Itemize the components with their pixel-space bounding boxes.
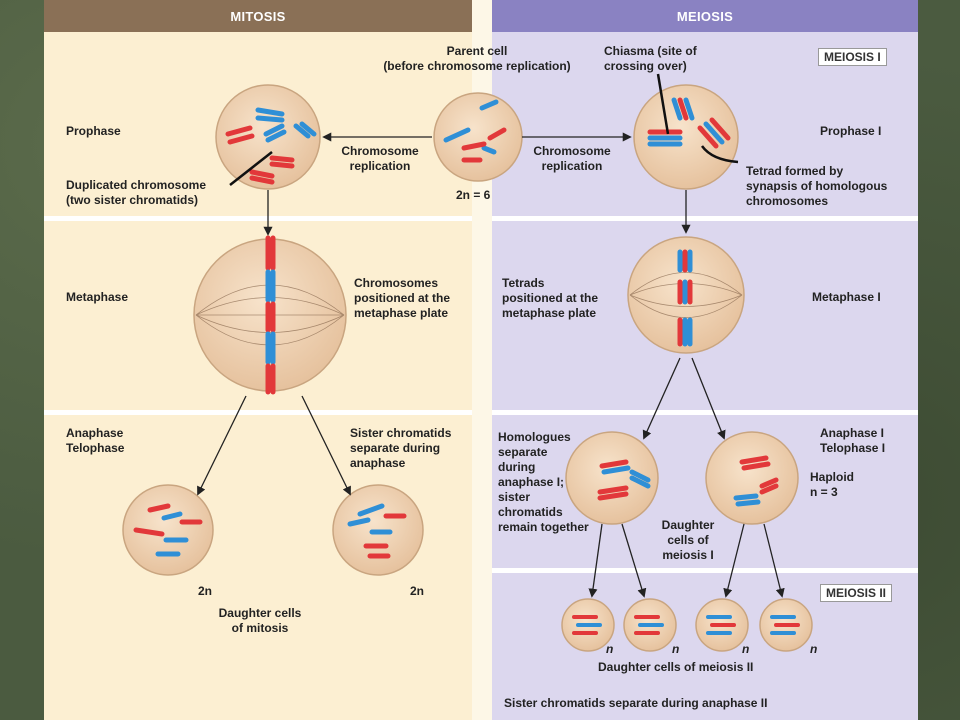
label-line: separate during	[350, 441, 441, 455]
mitosis-daughter-cell	[122, 484, 214, 576]
label-line: (two sister chromatids)	[66, 193, 199, 207]
divider	[492, 410, 918, 415]
label-line: anaphase I;	[498, 475, 565, 489]
homologues-label: Homologues separate during anaphase I; s…	[498, 430, 589, 535]
ploidy-label: 2n	[198, 584, 213, 598]
label-line: Anaphase I	[820, 426, 885, 440]
n-label: n	[606, 642, 614, 656]
label-line: of mitosis	[231, 621, 289, 635]
replication-right: Chromosome replication	[522, 144, 622, 174]
chromosomes-positioned-label: Chromosomes positioned at the metaphase …	[354, 276, 450, 321]
ploidy-label: 2n	[410, 584, 425, 598]
label-line: chromatids	[498, 505, 563, 519]
label-line: Parent cell	[446, 44, 508, 58]
label-line: Daughter cells	[218, 606, 302, 620]
duplicated-chromosome-label: Duplicated chromosome (two sister chroma…	[66, 178, 206, 208]
stage-metaphase: Metaphase	[66, 290, 129, 304]
stage-anaphase1-telophase1: Anaphase I Telophase I	[820, 426, 885, 456]
divider	[492, 568, 918, 573]
label-line: anaphase	[350, 456, 406, 470]
meiosis1-daughter-cell	[565, 431, 659, 525]
label-line: positioned at the	[502, 291, 598, 305]
label-line: n = 3	[810, 485, 838, 499]
parent-cell-label: Parent cell (before chromosome replicati…	[362, 44, 592, 74]
sister-separate-label: Sister chromatids separate during anapha…	[350, 426, 451, 471]
label-line: Telophase	[66, 441, 125, 455]
arrow	[621, 523, 647, 598]
arrow	[763, 523, 785, 598]
arrow	[301, 395, 351, 496]
label-line: Chromosomes	[354, 276, 439, 290]
meiosis1-daughter-cell	[705, 431, 799, 525]
stage-anaphase-telophase: Anaphase Telophase	[66, 426, 124, 456]
mitosis-header: MITOSIS	[44, 0, 472, 32]
label-line: remain together	[498, 520, 589, 534]
divider	[44, 410, 472, 415]
label-line: crossing over)	[604, 59, 687, 73]
pointer-lines	[229, 73, 739, 186]
label-line: Chromosome	[533, 144, 611, 158]
label-line: Tetrad formed by	[746, 164, 844, 178]
label-line: positioned at the	[354, 291, 450, 305]
label-line: separate	[498, 445, 548, 459]
label-line: replication	[541, 159, 603, 173]
label-line: (before chromosome replication)	[383, 59, 571, 73]
stage-prophase1: Prophase I	[820, 124, 882, 138]
tetrad-label: Tetrad formed by synapsis of homologous …	[746, 164, 887, 209]
label-line: synapsis of homologous	[746, 179, 888, 193]
daughter-cells-mitosis-label: Daughter cells of mitosis	[200, 606, 320, 636]
daughter-cells-meiosis1-label: Daughter cells of meiosis I	[650, 518, 726, 563]
label-line: Telophase I	[820, 441, 886, 455]
label-line: Chromosome	[341, 144, 419, 158]
label-line: metaphase plate	[354, 306, 449, 320]
n-label: n	[672, 642, 680, 656]
replication-left: Chromosome replication	[330, 144, 430, 174]
label-line: Anaphase	[66, 426, 124, 440]
mitosis-prophase-cell	[215, 84, 321, 190]
label-line: Duplicated chromosome	[66, 178, 207, 192]
n-label: n	[742, 642, 750, 656]
stage-prophase: Prophase	[66, 124, 121, 138]
divider	[492, 216, 918, 221]
label-line: replication	[349, 159, 411, 173]
label-line: during	[498, 460, 536, 474]
parent-ploidy: 2n = 6	[456, 188, 491, 202]
arrow	[588, 523, 603, 598]
meiosis-header: MEIOSIS	[492, 0, 918, 32]
label-line: Homologues	[498, 430, 571, 444]
label-line: Haploid	[810, 470, 854, 484]
sister-separate-anaphase2-label: Sister chromatids separate during anapha…	[504, 696, 768, 710]
label-line: Chiasma (site of	[604, 44, 697, 58]
arrow	[723, 523, 745, 598]
arrow	[197, 395, 247, 496]
arrow	[642, 357, 681, 440]
label-line: meiosis I	[662, 548, 714, 562]
label-line: Sister chromatids	[350, 426, 452, 440]
meiosis-prophase-cell	[633, 84, 739, 190]
arrow	[691, 357, 726, 440]
label-line: metaphase plate	[502, 306, 597, 320]
daughter-cells-meiosis2-label: Daughter cells of meiosis II	[598, 660, 754, 674]
label-line: sister	[498, 490, 531, 504]
n-label: n	[810, 642, 818, 656]
meiosis2-box: MEIOSIS II	[820, 584, 893, 602]
chiasma-label: Chiasma (site of crossing over)	[604, 44, 697, 74]
stage-metaphase1: Metaphase I	[812, 290, 881, 304]
meiosis1-box: MEIOSIS I	[818, 48, 887, 66]
meiosis2-chromosomes	[572, 615, 800, 635]
divider	[44, 216, 472, 221]
label-line: cells of	[667, 533, 709, 547]
haploid-label: Haploid n = 3	[810, 470, 854, 500]
label-line: chromosomes	[746, 194, 829, 208]
tetrads-positioned-label: Tetrads positioned at the metaphase plat…	[502, 276, 598, 321]
label-line: Daughter	[661, 518, 715, 532]
label-line: Tetrads	[502, 276, 545, 290]
